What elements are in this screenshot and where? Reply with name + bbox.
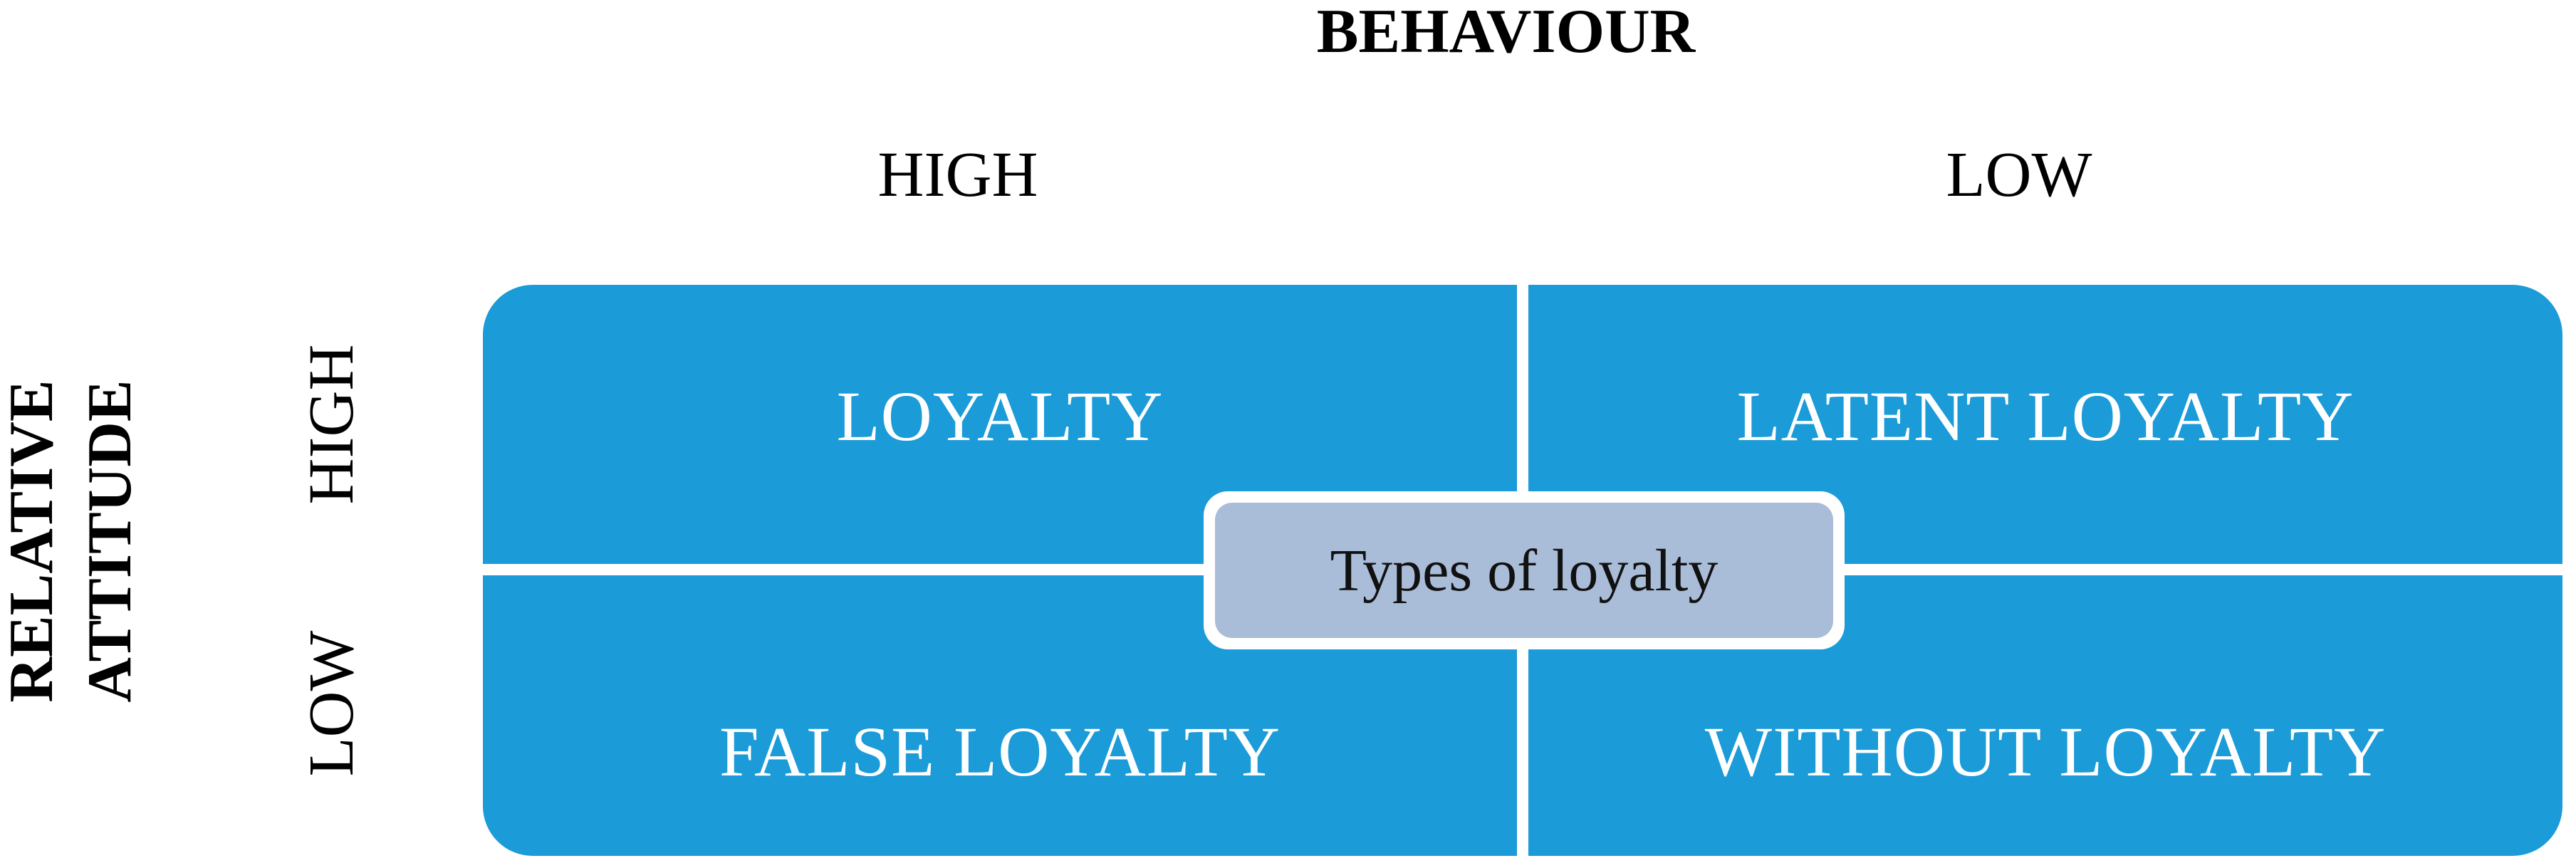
quadrant-false-loyalty-label: FALSE LOYALTY xyxy=(719,711,1281,791)
attitude-axis-title-line1: RELATIVE xyxy=(0,380,66,703)
behaviour-low-label: LOW xyxy=(1946,140,2092,210)
behaviour-axis-title: BEHAVIOUR xyxy=(1316,0,1696,66)
quadrant-false-loyalty: FALSE LOYALTY xyxy=(483,575,1517,856)
attitude-axis-title-line2: ATTITUDE xyxy=(75,380,145,703)
quadrant-loyalty-label: LOYALTY xyxy=(836,376,1164,456)
behaviour-high-label: HIGH xyxy=(877,140,1038,210)
attitude-high-label: HIGH xyxy=(296,344,367,505)
quadrant-without-loyalty-label: WITHOUT LOYALTY xyxy=(1704,711,2387,791)
center-badge-label: Types of loyalty xyxy=(1215,503,1833,638)
attitude-low-label: LOW xyxy=(296,630,367,777)
center-badge: Types of loyalty xyxy=(1204,491,1845,649)
quadrant-latent-loyalty-label: LATENT LOYALTY xyxy=(1736,376,2355,456)
quadrant-loyalty: LOYALTY xyxy=(483,285,1517,564)
attitude-axis-title: RELATIVE ATTITUDE xyxy=(0,380,150,702)
